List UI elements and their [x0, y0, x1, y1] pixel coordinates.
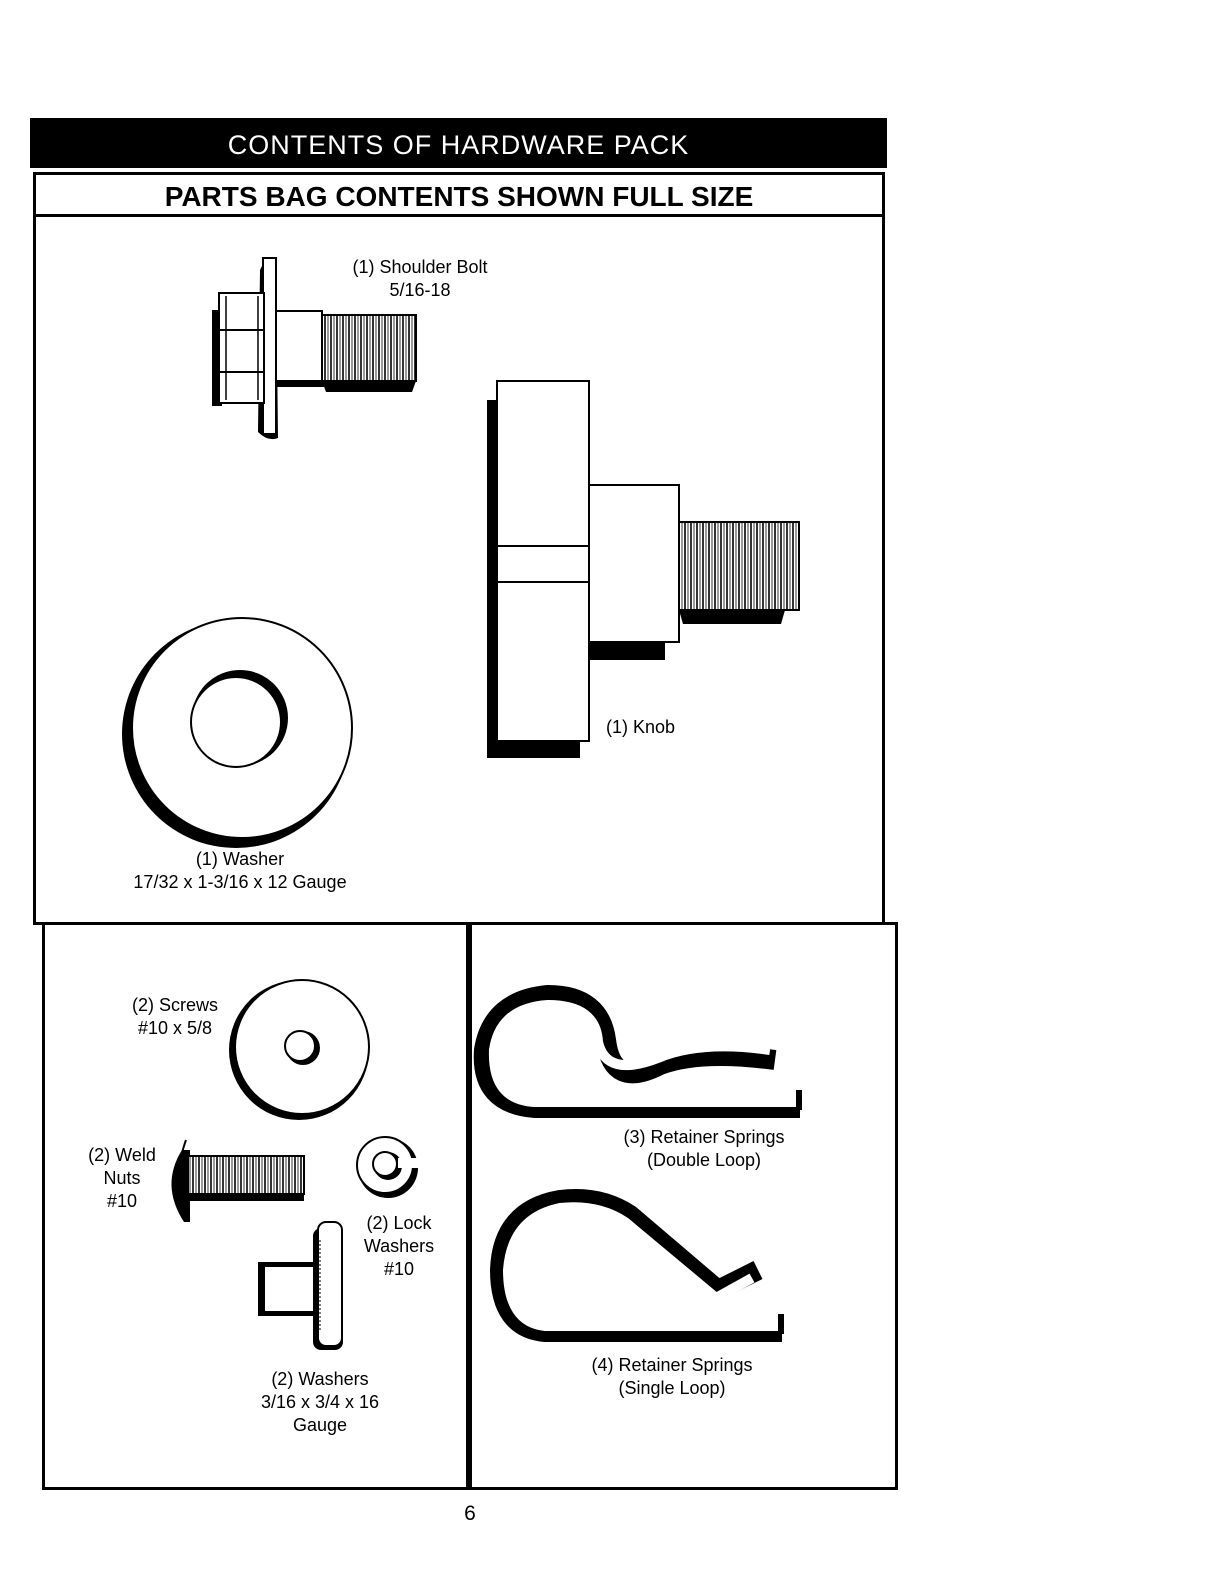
large-washer-size: 17/32 x 1-3/16 x 12 Gauge — [110, 871, 370, 894]
retainer-double-type: (Double Loop) — [604, 1149, 804, 1172]
lock-washers-label: (2) Lock Washers #10 — [352, 1212, 446, 1281]
large-washer-name: (1) Washer — [110, 848, 370, 871]
small-washer-drawing — [258, 1222, 343, 1350]
retainer-single-name: (4) Retainer Springs — [572, 1354, 772, 1377]
weld-nuts-label: (2) Weld Nuts #10 — [82, 1144, 162, 1213]
small-washers-name: (2) Washers — [240, 1368, 400, 1391]
weld-nuts-size: #10 — [82, 1190, 162, 1213]
knob-label: (1) Knob — [606, 716, 696, 739]
retainer-double-name: (3) Retainer Springs — [604, 1126, 804, 1149]
weld-nuts-name: (2) Weld — [82, 1144, 162, 1167]
screws-name: (2) Screws — [120, 994, 230, 1017]
knob-drawing — [487, 381, 799, 758]
lock-washers-name: (2) Lock — [352, 1212, 446, 1235]
weld-nuts-name-2: Nuts — [82, 1167, 162, 1190]
small-washers-gauge: Gauge — [240, 1414, 400, 1437]
page-number: 6 — [450, 1502, 490, 1526]
lock-washers-name-2: Washers — [352, 1235, 446, 1258]
large-washer-label: (1) Washer 17/32 x 1-3/16 x 12 Gauge — [110, 848, 370, 894]
retainer-single-label: (4) Retainer Springs (Single Loop) — [572, 1354, 772, 1400]
lock-washers-size: #10 — [352, 1258, 446, 1281]
small-washers-label: (2) Washers 3/16 x 3/4 x 16 Gauge — [240, 1368, 400, 1437]
retainer-single-type: (Single Loop) — [572, 1377, 772, 1400]
retainer-spring-double-drawing — [484, 995, 802, 1110]
screws-label: (2) Screws #10 x 5/8 — [120, 994, 230, 1040]
lock-washer-drawing — [357, 1137, 418, 1198]
retainer-spring-single-drawing — [500, 1199, 784, 1334]
weld-nut-drawing — [171, 1140, 304, 1222]
small-washers-size: 3/16 x 3/4 x 16 — [240, 1391, 400, 1414]
large-washer-drawing — [122, 618, 352, 848]
screws-size: #10 x 5/8 — [120, 1017, 230, 1040]
retainer-double-label: (3) Retainer Springs (Double Loop) — [604, 1126, 804, 1172]
screw-disk-drawing — [229, 980, 369, 1120]
shoulder-bolt-name: (1) Shoulder Bolt — [340, 256, 500, 279]
shoulder-bolt-label: (1) Shoulder Bolt 5/16-18 — [340, 256, 500, 302]
knob-name: (1) Knob — [606, 716, 696, 739]
shoulder-bolt-size: 5/16-18 — [340, 279, 500, 302]
